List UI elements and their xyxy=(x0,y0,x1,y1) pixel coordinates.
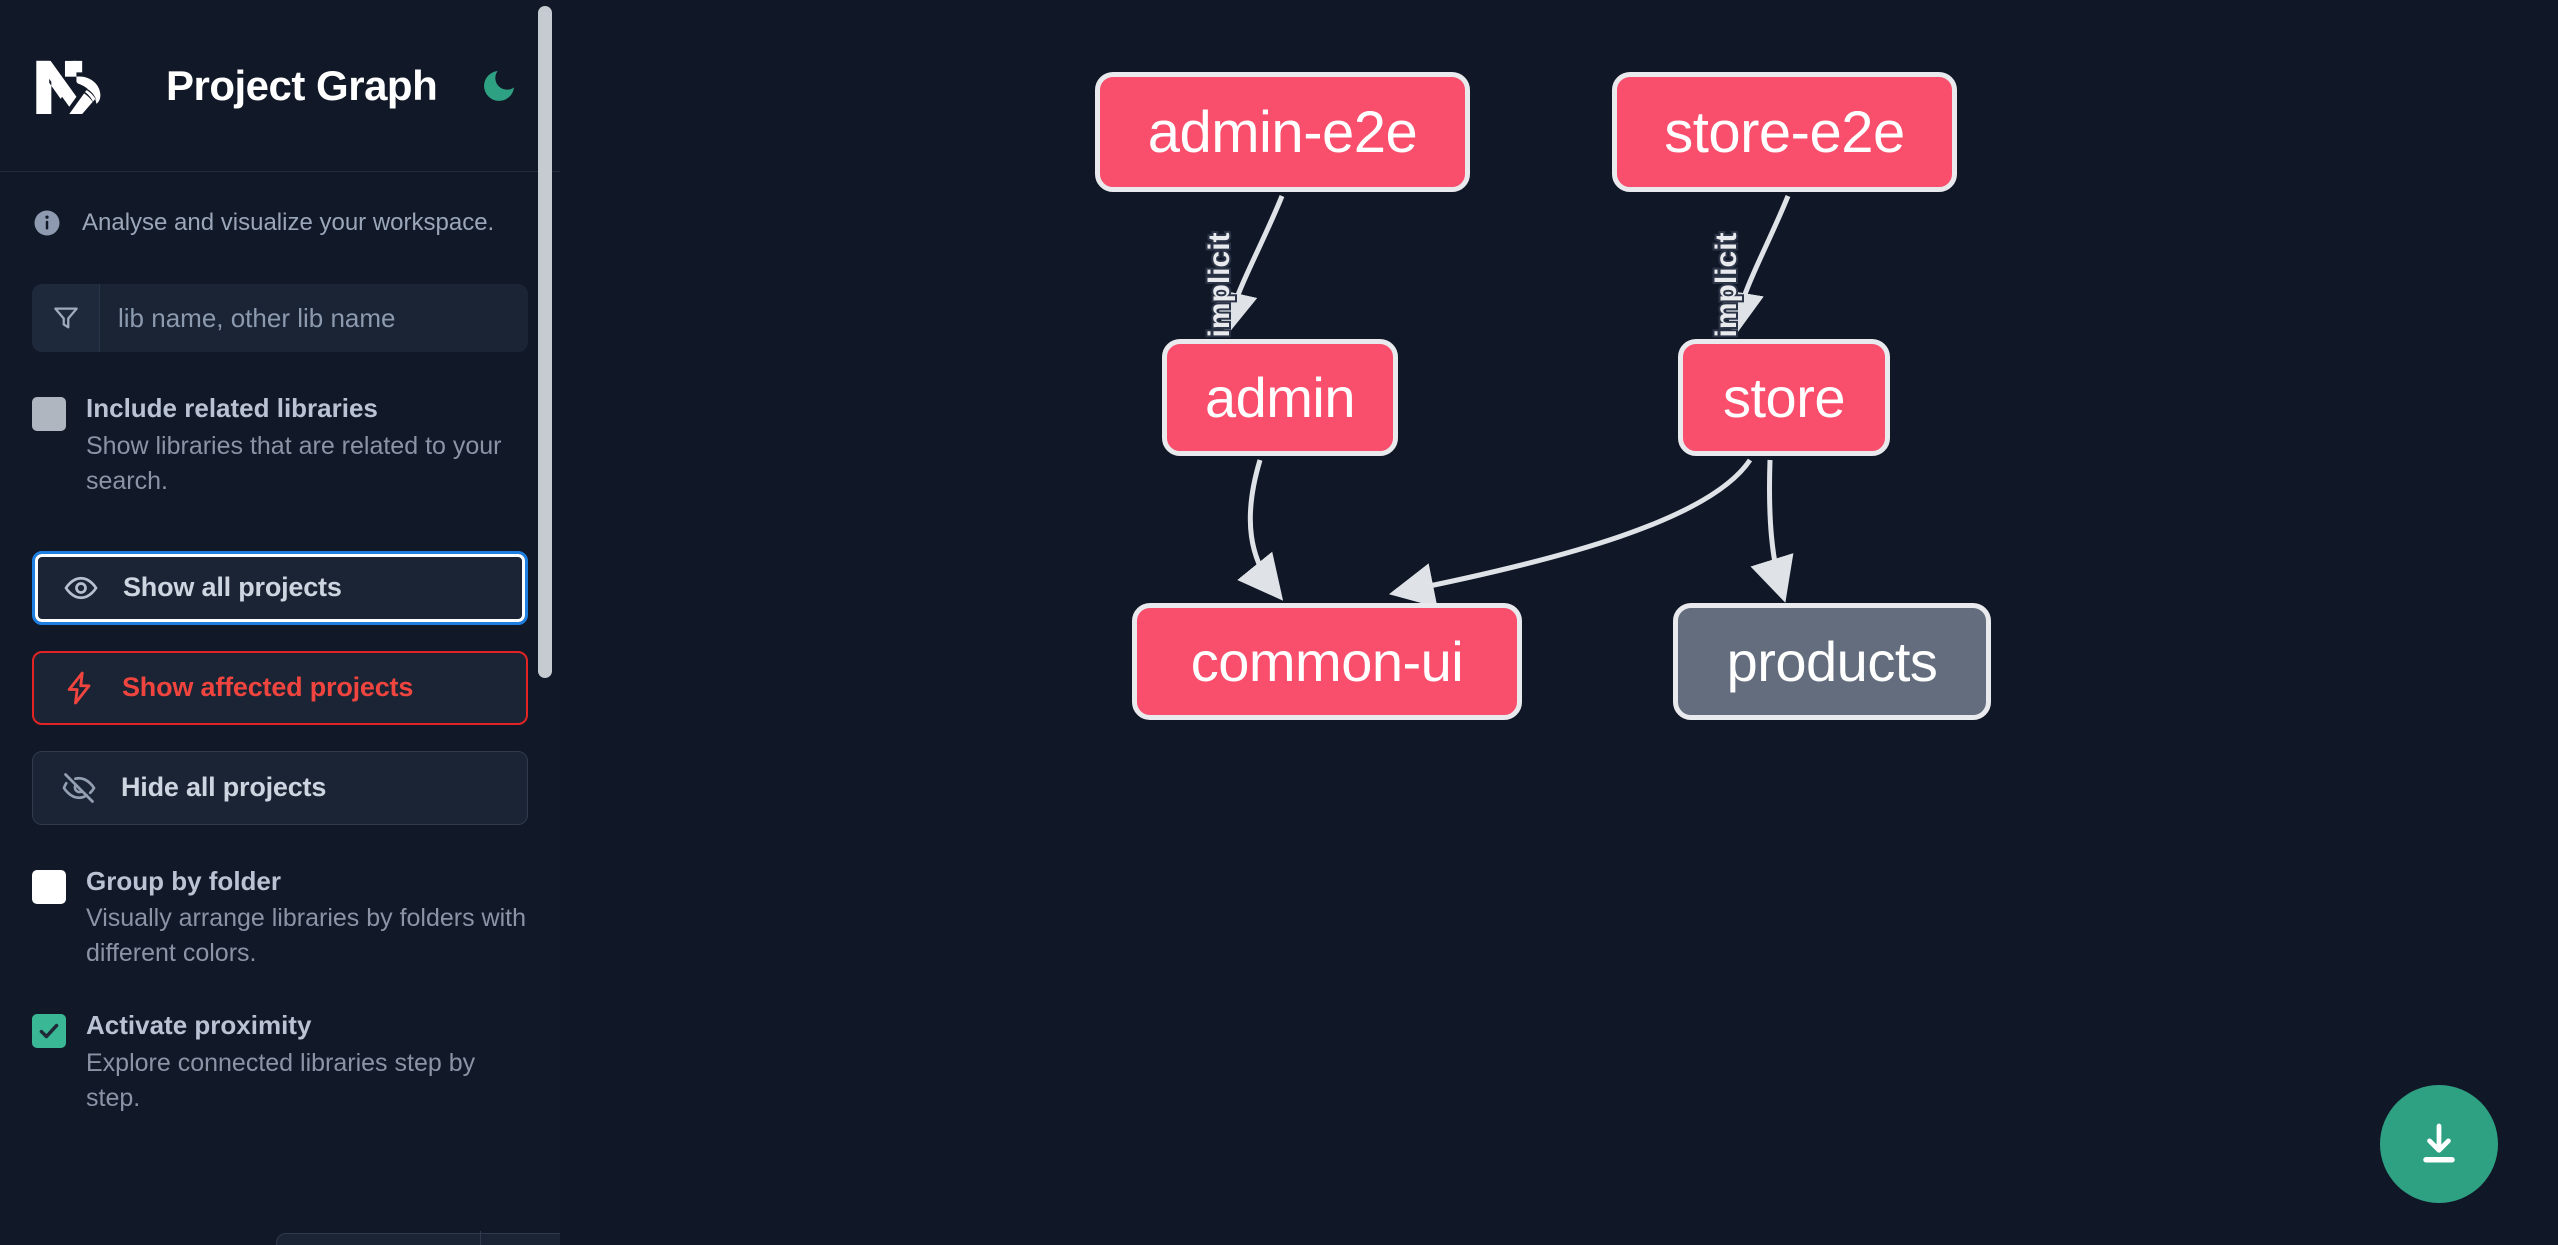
checkbox-include-related-libraries[interactable] xyxy=(32,397,66,431)
option-label-activate-proximity: Activate proximity xyxy=(86,1010,312,1040)
filter-row xyxy=(32,284,528,352)
download-image-button[interactable] xyxy=(2380,1085,2498,1203)
graph-node-common-ui[interactable]: common-ui xyxy=(1132,603,1522,720)
show-all-projects-button[interactable]: Show all projects xyxy=(32,550,528,625)
sidebar-bottom-control[interactable] xyxy=(276,1233,560,1245)
option-label-include-related-libraries: Include related libraries xyxy=(86,393,378,423)
option-desc-activate-proximity: Explore connected libraries step by step… xyxy=(86,1048,476,1112)
sidebar-scrollbar[interactable] xyxy=(538,6,552,678)
edge-store-to-products xyxy=(1750,459,1794,603)
edge-admin-e2e-to-admin xyxy=(1213,195,1285,337)
graph-node-label: store xyxy=(1723,366,1846,429)
show-all-projects-label: Show all projects xyxy=(123,572,342,602)
graph-edges: implicit implicit xyxy=(1201,195,1794,608)
option-group-by-folder[interactable]: Group by folder Visually arrange librari… xyxy=(32,865,528,972)
checkbox-group-by-folder[interactable] xyxy=(32,869,66,904)
graph-canvas[interactable]: implicit implicit admin-e2e store-e2e ad… xyxy=(560,0,2558,1245)
info-circle-icon xyxy=(32,208,62,238)
eye-icon xyxy=(63,570,99,606)
graph-node-label: admin-e2e xyxy=(1147,99,1418,165)
option-label-group-by-folder: Group by folder xyxy=(86,865,281,896)
hide-all-projects-button[interactable]: Hide all projects xyxy=(32,750,528,825)
graph-node-label: common-ui xyxy=(1190,630,1464,693)
graph-node-label: admin xyxy=(1204,366,1356,429)
page-title: Project Graph xyxy=(166,61,438,109)
edge-admin-to-common-ui xyxy=(1237,459,1284,601)
graph-node-admin-e2e[interactable]: admin-e2e xyxy=(1095,72,1470,192)
show-affected-projects-label: Show affected projects xyxy=(122,672,414,702)
option-include-related-libraries[interactable]: Include related libraries Show libraries… xyxy=(32,392,528,499)
hide-all-projects-label: Hide all projects xyxy=(121,772,327,802)
sidebar: Project Graph Analyse and visualize your… xyxy=(0,0,560,1245)
show-affected-projects-button[interactable]: Show affected projects xyxy=(32,650,528,725)
workspace-info-text: Analyse and visualize your workspace. xyxy=(82,209,495,236)
graph-node-label: store-e2e xyxy=(1664,99,1905,165)
graph-node-label: products xyxy=(1726,630,1938,693)
moon-icon[interactable] xyxy=(477,64,521,108)
sidebar-body: Include related libraries Show libraries… xyxy=(0,284,560,1116)
graph-node-products[interactable]: products xyxy=(1673,603,1991,720)
sidebar-header: Project Graph xyxy=(0,0,560,172)
nx-logo-icon xyxy=(32,55,118,117)
lightning-icon xyxy=(62,670,98,706)
graph-node-store-e2e[interactable]: store-e2e xyxy=(1612,72,1957,192)
edge-label-implicit-admin: implicit xyxy=(1203,232,1236,337)
option-desc-include-related-libraries: Show libraries that are related to your … xyxy=(86,431,502,495)
graph-node-store[interactable]: store xyxy=(1678,339,1890,456)
search-input[interactable] xyxy=(100,284,528,352)
option-desc-group-by-folder: Visually arrange libraries by folders wi… xyxy=(86,904,527,967)
edge-store-to-common-ui xyxy=(1388,458,1753,608)
funnel-icon xyxy=(32,284,100,352)
graph-node-admin[interactable]: admin xyxy=(1162,339,1398,456)
eye-off-icon xyxy=(61,770,97,806)
workspace-info: Analyse and visualize your workspace. xyxy=(0,172,560,238)
download-icon xyxy=(2423,1123,2455,1163)
project-visibility-buttons: Show all projects Show affected projects xyxy=(32,550,528,825)
checkbox-activate-proximity[interactable] xyxy=(32,1014,66,1048)
option-activate-proximity[interactable]: Activate proximity Explore connected lib… xyxy=(32,1009,528,1116)
edge-label-implicit-store: implicit xyxy=(1710,232,1743,337)
sidebar-bottom-control-divider xyxy=(480,1231,481,1245)
edge-store-e2e-to-store xyxy=(1719,195,1791,338)
